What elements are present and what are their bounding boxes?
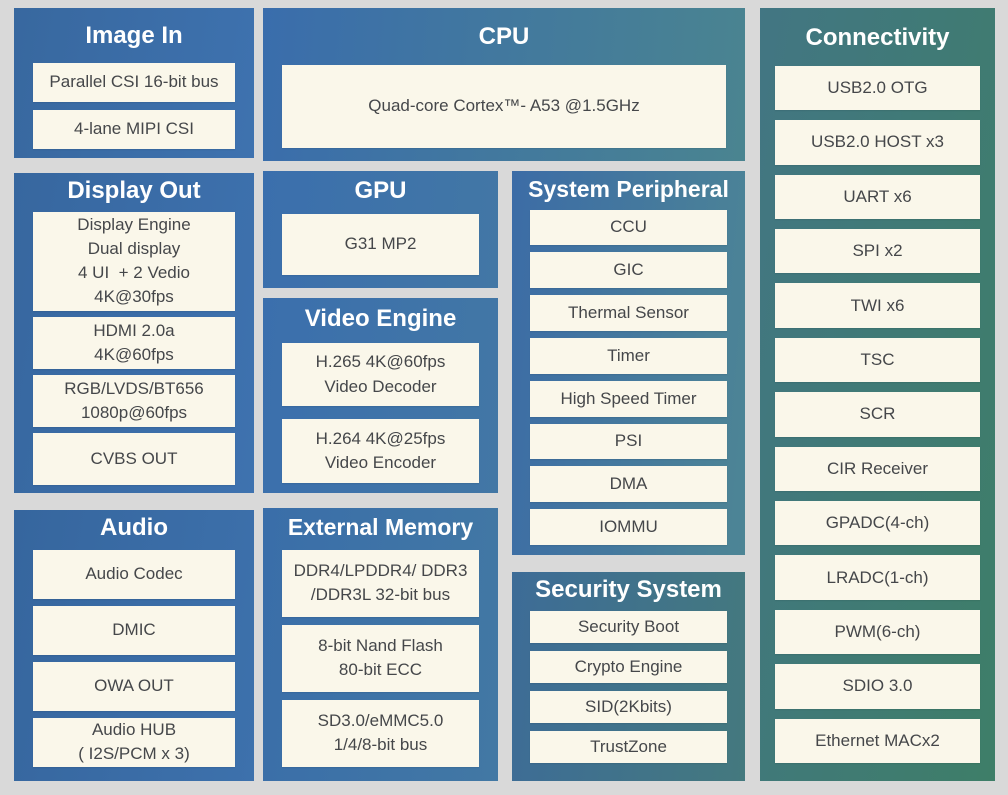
connectivity-item: GPADC(4-ch) bbox=[775, 501, 980, 546]
video-engine-item: H.264 4K@25fps Video Encoder bbox=[282, 419, 479, 484]
audio-title: Audio bbox=[100, 514, 168, 541]
video-engine-title: Video Engine bbox=[304, 305, 457, 332]
external-memory-item: 8-bit Nand Flash 80-bit ECC bbox=[282, 624, 479, 692]
display-out-title: Display Out bbox=[67, 177, 201, 204]
gpu-title: GPU bbox=[354, 177, 407, 204]
block-security-system: Security System Security Boot Crypto Eng… bbox=[512, 572, 745, 781]
cpu-items: Quad-core Cortex™- A53 @1.5GHz bbox=[263, 64, 745, 161]
block-image-in: Image In Parallel CSI 16-bit bus 4-lane … bbox=[14, 8, 254, 158]
external-memory-items: DDR4/LPDDR4/ DDR3 /DDR3L 32-bit bus 8-bi… bbox=[263, 549, 498, 781]
display-out-items: Display Engine Dual display 4 UI + 2 Ved… bbox=[14, 211, 254, 493]
system-peripheral-item: DMA bbox=[530, 466, 727, 503]
audio-item: Audio HUB ( I2S/PCM x 3) bbox=[33, 717, 235, 767]
system-peripheral-item: GIC bbox=[530, 252, 727, 289]
connectivity-item: SCR bbox=[775, 392, 980, 437]
cpu-item: Quad-core Cortex™- A53 @1.5GHz bbox=[282, 64, 726, 148]
cpu-title: CPU bbox=[478, 23, 530, 50]
gpu-items: G31 MP2 bbox=[263, 213, 498, 288]
connectivity-item: CIR Receiver bbox=[775, 446, 980, 492]
block-display-out: Display Out Display Engine Dual display … bbox=[14, 173, 254, 493]
image-in-item: Parallel CSI 16-bit bus bbox=[33, 62, 235, 102]
block-external-memory: External Memory DDR4/LPDDR4/ DDR3 /DDR3L… bbox=[263, 508, 498, 781]
video-engine-item: H.265 4K@60fps Video Decoder bbox=[282, 342, 479, 407]
security-system-items: Security Boot Crypto Engine SID(2Kbits) … bbox=[512, 610, 745, 781]
system-peripheral-items: CCU GIC Thermal Sensor Timer High Speed … bbox=[512, 209, 745, 555]
audio-items: Audio Codec DMIC OWA OUT Audio HUB ( I2S… bbox=[14, 549, 254, 781]
display-out-item: HDMI 2.0a 4K@60fps bbox=[33, 316, 235, 369]
external-memory-item: DDR4/LPDDR4/ DDR3 /DDR3L 32-bit bus bbox=[282, 549, 479, 617]
block-video-engine: Video Engine H.265 4K@60fps Video Decode… bbox=[263, 298, 498, 493]
security-system-item: TrustZone bbox=[530, 730, 727, 763]
connectivity-item: UART x6 bbox=[775, 174, 980, 220]
display-out-item: CVBS OUT bbox=[33, 432, 235, 485]
audio-item: Audio Codec bbox=[33, 549, 235, 599]
system-peripheral-item: CCU bbox=[530, 209, 727, 246]
block-cpu: CPU Quad-core Cortex™- A53 @1.5GHz bbox=[263, 8, 745, 161]
image-in-title: Image In bbox=[85, 22, 183, 49]
connectivity-item: Ethernet MACx2 bbox=[775, 718, 980, 764]
connectivity-item: USB2.0 OTG bbox=[775, 65, 980, 111]
system-peripheral-item: PSI bbox=[530, 423, 727, 460]
connectivity-item: SDIO 3.0 bbox=[775, 664, 980, 709]
connectivity-item: USB2.0 HOST x3 bbox=[775, 120, 980, 165]
system-peripheral-item: Thermal Sensor bbox=[530, 295, 727, 331]
connectivity-item: TSC bbox=[775, 337, 980, 383]
connectivity-item: TWI x6 bbox=[775, 283, 980, 328]
display-out-item: Display Engine Dual display 4 UI + 2 Ved… bbox=[33, 211, 235, 311]
external-memory-title: External Memory bbox=[287, 514, 474, 540]
external-memory-item: SD3.0/eMMC5.0 1/4/8-bit bus bbox=[282, 699, 479, 768]
connectivity-item: PWM(6-ch) bbox=[775, 609, 980, 655]
system-peripheral-item: Timer bbox=[530, 337, 727, 374]
system-peripheral-item: IOMMU bbox=[530, 509, 727, 545]
video-engine-items: H.265 4K@60fps Video Decoder H.264 4K@25… bbox=[263, 342, 498, 493]
gpu-item: G31 MP2 bbox=[282, 213, 479, 275]
system-peripheral-item: High Speed Timer bbox=[530, 380, 727, 417]
system-peripheral-title: System Peripheral bbox=[528, 176, 729, 202]
block-connectivity: Connectivity USB2.0 OTG USB2.0 HOST x3 U… bbox=[760, 8, 995, 781]
audio-item: DMIC bbox=[33, 605, 235, 655]
connectivity-item: SPI x2 bbox=[775, 229, 980, 274]
block-audio: Audio Audio Codec DMIC OWA OUT Audio HUB… bbox=[14, 510, 254, 781]
connectivity-items: USB2.0 OTG USB2.0 HOST x3 UART x6 SPI x2… bbox=[760, 65, 995, 781]
security-system-item: Crypto Engine bbox=[530, 650, 727, 683]
security-system-item: Security Boot bbox=[530, 610, 727, 643]
block-system-peripheral: System Peripheral CCU GIC Thermal Sensor… bbox=[512, 171, 745, 555]
audio-item: OWA OUT bbox=[33, 661, 235, 711]
block-gpu: GPU G31 MP2 bbox=[263, 171, 498, 288]
security-system-title: Security System bbox=[535, 576, 722, 603]
security-system-item: SID(2Kbits) bbox=[530, 690, 727, 723]
display-out-item: RGB/LVDS/BT656 1080p@60fps bbox=[33, 374, 235, 427]
connectivity-title: Connectivity bbox=[805, 24, 950, 51]
connectivity-item: LRADC(1-ch) bbox=[775, 555, 980, 600]
image-in-item: 4-lane MIPI CSI bbox=[33, 109, 235, 150]
image-in-items: Parallel CSI 16-bit bus 4-lane MIPI CSI bbox=[14, 62, 254, 158]
